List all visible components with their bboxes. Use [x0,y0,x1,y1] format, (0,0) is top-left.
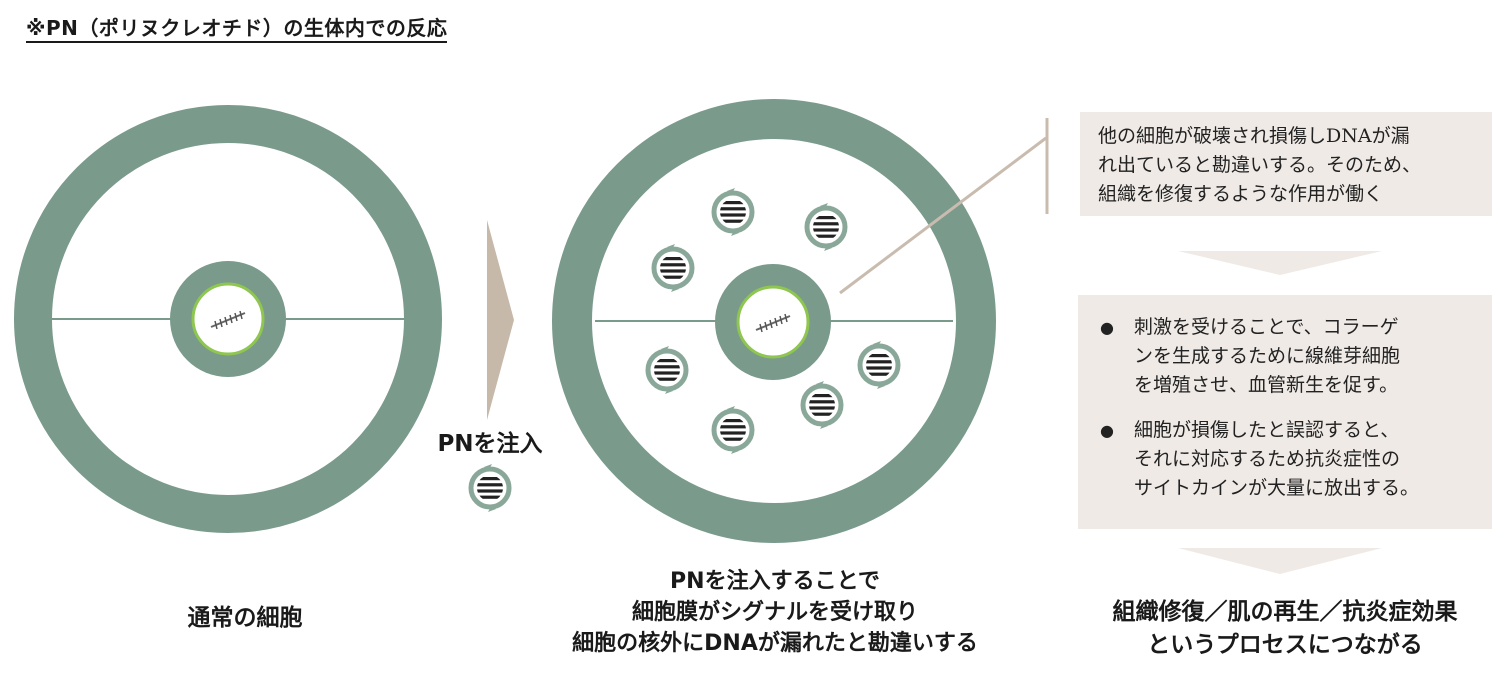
bullet-icon: ● [1100,318,1114,337]
pn-particle-icon [714,188,752,236]
misinterpret-box: 他の細胞が破壊され損傷しDNAが漏 れ出ていると勘違いする。そのため、 組織を修… [1080,112,1492,216]
inject-label: PNを注入 [437,431,543,457]
pn-effect-label: PNを注入することで 細胞膜がシグナルを受け取り 細胞の核外にDNAが漏れたと勘… [505,566,1045,659]
page-title: ※PN（ポリヌクレオチド）の生体内での反応 [26,16,448,43]
bullet-icon: ● [1100,421,1114,440]
pn-particle-icon [471,464,509,512]
pn-cell [552,99,996,543]
effect-text: 刺激を受けることで、コラーゲ ンを生成するために線維芽細胞 を増殖させ、血管新生… [1134,316,1401,396]
result-line: というプロセスにつながる [1147,632,1423,658]
normal-cell-label: 通常の細胞 [187,605,303,631]
callout-connector [839,136,1047,295]
effect-text: 細胞が損傷したと誤認すると、 それに対応するため抗炎症性の サイトカインが大量に… [1134,419,1420,499]
pn-effect-line: PNを注入することで [670,569,880,594]
pn-effect-line: 細胞の核外にDNAが漏れたと勘違いする [572,631,978,656]
pn-particle-icon [714,406,752,454]
normal-cell [14,105,442,533]
pn-particle-icon [654,244,692,292]
down-arrow [1178,548,1382,574]
list-item: ● 細胞が損傷したと誤認すると、 それに対応するため抗炎症性の サイトカインが大… [1100,416,1482,503]
process-arrow [487,220,514,420]
result-label: 組織修復／肌の再生／抗炎症効果 というプロセスにつながる [1075,596,1495,662]
list-item: ● 刺激を受けることで、コラーゲ ンを生成するために線維芽細胞 を増殖させ、血管… [1100,313,1482,400]
pn-particle-icon [807,203,845,251]
down-arrow [1178,251,1382,275]
effects-box: ● 刺激を受けることで、コラーゲ ンを生成するために線維芽細胞 を増殖させ、血管… [1078,295,1492,529]
pn-effect-line: 細胞膜がシグナルを受け取り [631,600,918,625]
pn-particle-icon [648,346,686,394]
pn-particle-icon [803,381,841,429]
misinterpret-text: 他の細胞が破壊され損傷しDNAが漏 れ出ていると勘違いする。そのため、 組織を修… [1098,125,1422,205]
result-line: 組織修復／肌の再生／抗炎症効果 [1112,599,1458,625]
pn-particle-icon [860,341,898,389]
